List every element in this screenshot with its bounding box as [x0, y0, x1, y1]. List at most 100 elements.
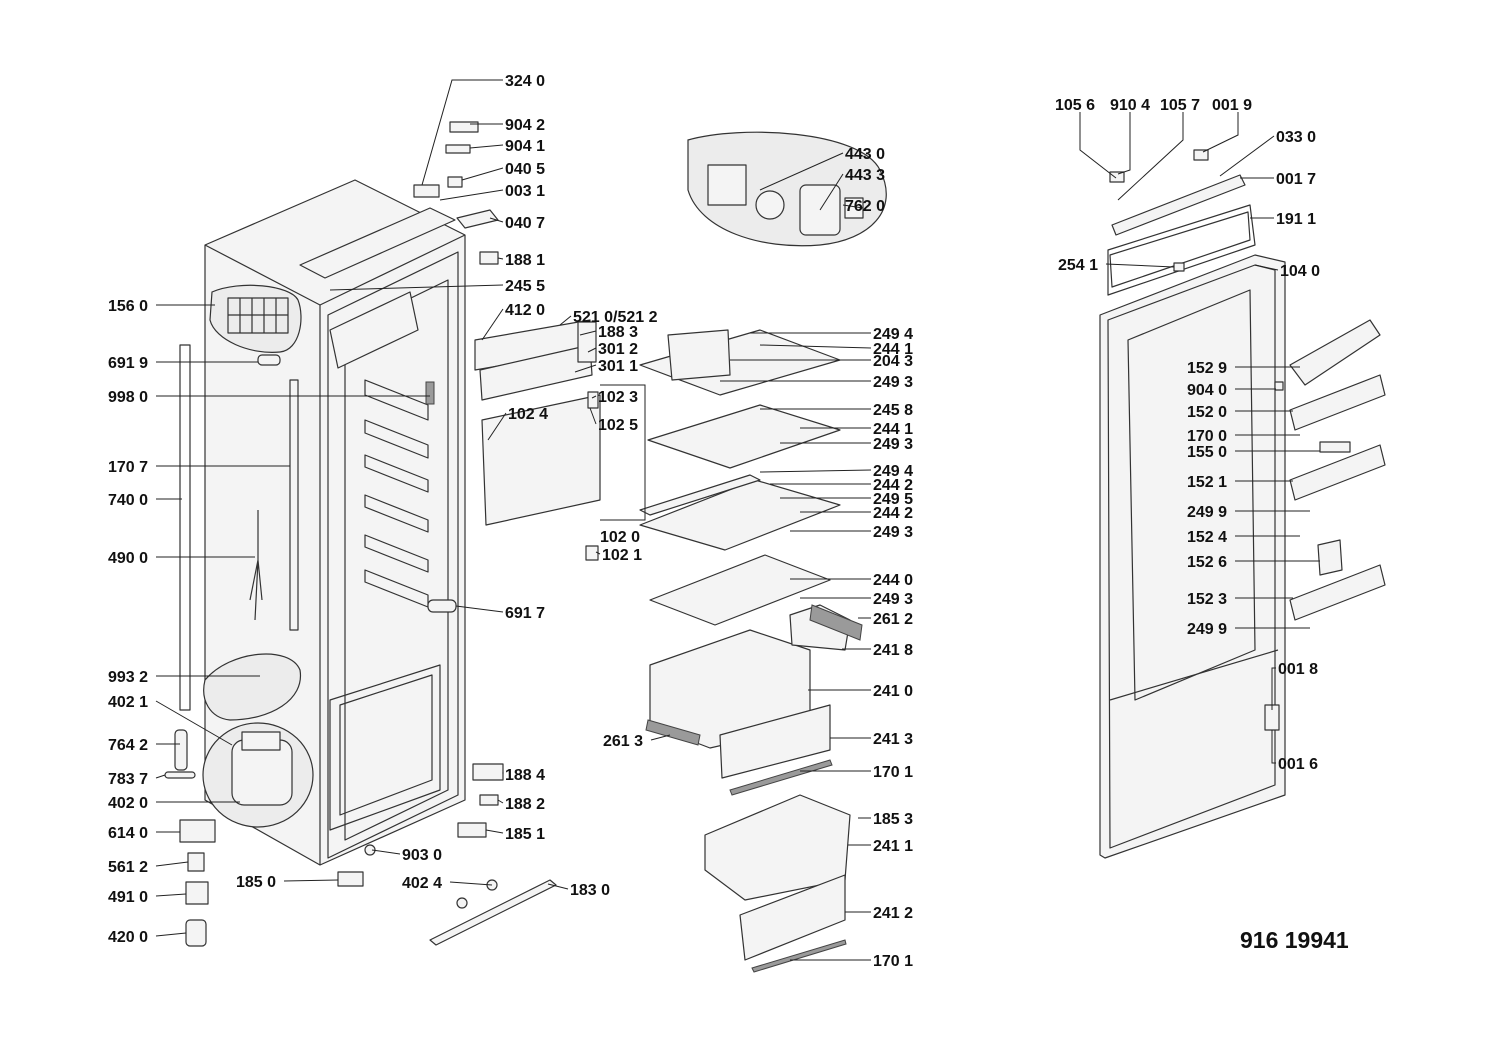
part-number-label: 762 0	[845, 198, 885, 215]
leader-line	[421, 79, 503, 186]
part-number-label: 910 4	[1110, 97, 1150, 114]
part-number-label: 170 0	[1187, 428, 1227, 445]
part-number-label: 204 3	[873, 353, 913, 370]
part-number-label: 249 9	[1187, 504, 1227, 521]
glass-shelves	[639, 329, 841, 626]
part-number-label: 001 9	[1212, 97, 1252, 114]
part-number-label: 152 1	[1187, 474, 1227, 491]
leader-line	[487, 412, 507, 441]
leader-line	[1271, 667, 1276, 710]
part-number-label: 241 0	[873, 683, 913, 700]
door-bins	[1274, 319, 1386, 621]
part-number-label: 105 6	[1055, 97, 1095, 114]
part-number-label: 185 3	[873, 811, 913, 828]
model-number: 916 19941	[1240, 927, 1349, 953]
part-number-label: 249 5	[873, 491, 913, 508]
part-number-label: 102 3	[598, 389, 638, 406]
part-number-label: 170 7	[108, 459, 148, 476]
part-number-label: 561 2	[108, 859, 148, 876]
part-number-label: 105 7	[1160, 97, 1200, 114]
part-number-label: 249 3	[873, 374, 913, 391]
part-number-label: 904 1	[505, 138, 545, 155]
part-number-label: 420 0	[108, 929, 148, 946]
part-number-label: 904 0	[1187, 382, 1227, 399]
leader-line	[1219, 135, 1275, 177]
leader-line	[759, 344, 872, 349]
leader-line	[371, 849, 401, 855]
leader-line	[155, 700, 233, 746]
part-number-label: 691 7	[505, 605, 545, 622]
part-number-label: 249 4	[873, 463, 913, 480]
fan-assembly-bubble	[687, 131, 887, 247]
part-number-label: 102 0	[600, 529, 640, 546]
leader-line	[489, 217, 504, 223]
part-number-label: 183 0	[570, 882, 610, 899]
part-number-label: 170 1	[873, 953, 913, 970]
door-illustration	[1099, 149, 1286, 859]
leader-line	[1079, 112, 1117, 179]
part-number-label: 614 0	[108, 825, 148, 842]
leader-line	[595, 551, 601, 555]
leader-line	[587, 347, 597, 353]
part-number-label: 998 0	[108, 389, 148, 406]
part-number-label: 156 0	[108, 298, 148, 315]
part-number-label: 244 1	[873, 341, 913, 358]
part-number-label: 691 9	[108, 355, 148, 372]
part-number-label: 261 2	[873, 611, 913, 628]
part-number-label: 249 3	[873, 591, 913, 608]
part-number-label: 104 0	[1280, 263, 1320, 280]
part-number-label: 170 1	[873, 764, 913, 781]
part-number-label: 241 3	[873, 731, 913, 748]
part-number-label: 241 1	[873, 838, 913, 855]
part-number-label: 254 1	[1058, 257, 1098, 274]
part-number-label: 904 2	[505, 117, 545, 134]
part-number-label: 040 5	[505, 161, 545, 178]
part-number-label: 740 0	[108, 492, 148, 509]
part-number-label: 764 2	[108, 737, 148, 754]
leader-line	[1105, 263, 1175, 268]
small-parts-left	[164, 121, 557, 947]
part-number-label: 152 0	[1187, 404, 1227, 421]
part-number-label: 249 4	[873, 326, 913, 343]
part-number-label: 152 9	[1187, 360, 1227, 377]
leader-line	[497, 799, 504, 804]
part-number-label: 249 3	[873, 436, 913, 453]
part-number-label: 001 8	[1278, 661, 1318, 678]
part-number-label: 102 5	[598, 417, 638, 434]
part-number-label: 324 0	[505, 73, 545, 90]
part-number-label: 245 8	[873, 402, 913, 419]
leader-line	[481, 308, 504, 341]
part-number-label: 185 1	[505, 826, 545, 843]
leader-line	[155, 774, 166, 779]
leader-line	[329, 284, 504, 291]
leader-line	[1117, 112, 1131, 175]
part-number-label: 244 2	[873, 477, 913, 494]
part-number-label: 245 5	[505, 278, 545, 295]
leader-line	[439, 189, 504, 201]
leader-line	[559, 315, 572, 326]
part-number-label: 241 2	[873, 905, 913, 922]
leader-line	[591, 395, 597, 399]
leader-line	[461, 167, 504, 181]
part-number-label: 188 3	[598, 324, 638, 341]
part-number-label: 443 0	[845, 146, 885, 163]
leader-line	[1117, 112, 1184, 201]
part-number-label: 244 1	[873, 421, 913, 438]
leader-line	[155, 932, 187, 937]
part-number-label: 412 0	[505, 302, 545, 319]
leader-line	[1254, 264, 1279, 271]
leader-line	[574, 364, 597, 373]
part-number-label: 152 6	[1187, 554, 1227, 571]
leader-line	[1271, 730, 1276, 764]
compressor-bubble	[202, 653, 314, 828]
leader-line	[547, 883, 569, 890]
part-number-label: 188 4	[505, 767, 545, 784]
part-number-label: 102 4	[508, 406, 548, 423]
leader-line	[485, 829, 504, 834]
leader-line	[579, 330, 597, 336]
part-number-label: 033 0	[1276, 129, 1316, 146]
leader-line	[589, 407, 597, 425]
leader-line	[819, 173, 844, 211]
leader-line	[155, 893, 187, 897]
